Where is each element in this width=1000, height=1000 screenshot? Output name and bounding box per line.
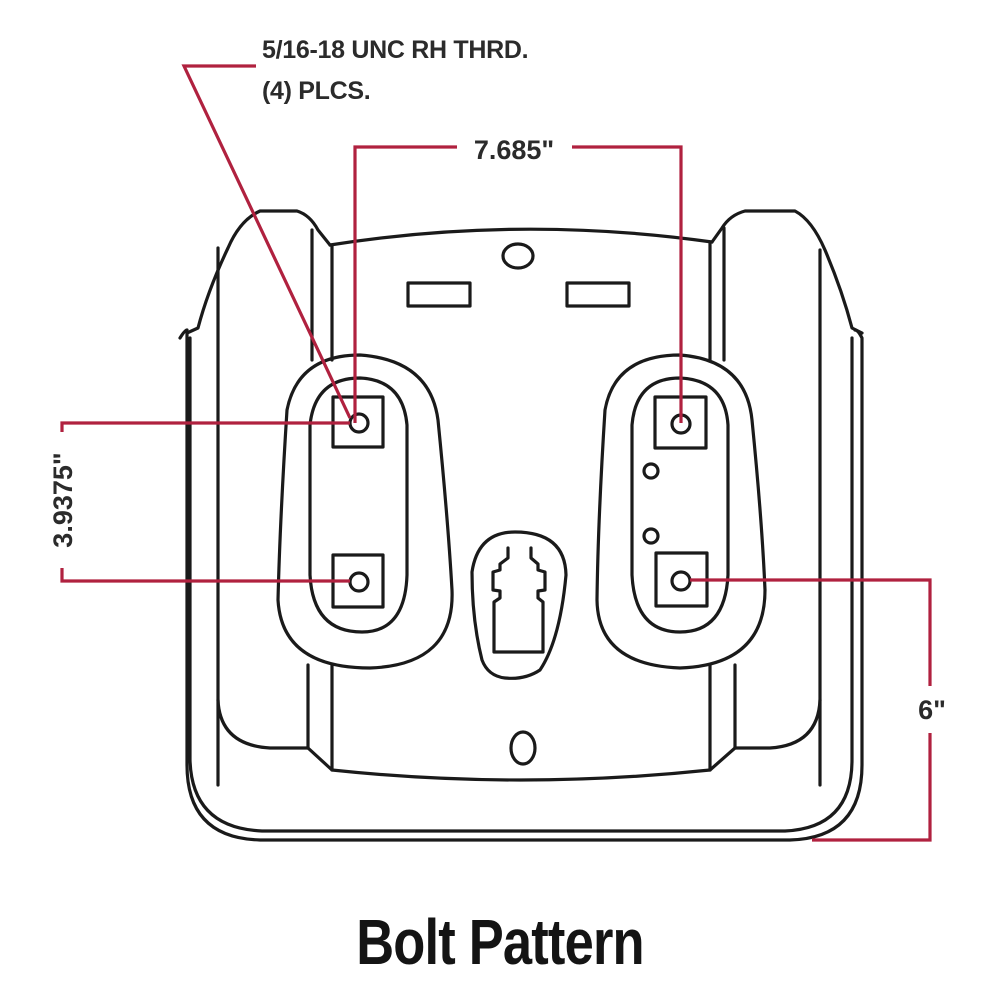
diagram-title: Bolt Pattern [356, 906, 644, 978]
left-bottom-bolt-hole [348, 571, 370, 593]
right-boss-inner [630, 376, 730, 634]
center-panel-bottom-arc [306, 746, 737, 782]
left-top-bolt-hole [348, 412, 370, 434]
bottom-round-hole [509, 730, 537, 766]
right-boss-outer [595, 353, 767, 670]
center-latch-cutout [470, 530, 568, 680]
left-slot [406, 281, 472, 308]
latch-inner-keyhole [491, 546, 547, 654]
center-panel-top [328, 227, 714, 247]
seat-base-outline [178, 209, 864, 842]
latch-outer-shape [470, 530, 568, 680]
callout-leader-line [181, 64, 352, 419]
vertical-dimension-label: 3.9375" [48, 452, 78, 547]
left-boss-inner [308, 376, 409, 634]
right-small-hole-lower [642, 527, 660, 545]
horizontal-dim-left-bracket [353, 145, 457, 423]
left-bolster [185, 209, 332, 335]
edge-dim-top-bracket [690, 578, 932, 686]
left-boss-outer [276, 353, 454, 670]
edge-dimension-label: 6" [918, 695, 946, 725]
dimension-lines [60, 64, 932, 842]
thread-spec-callout-line2: (4) PLCS. [262, 77, 370, 105]
vertical-dim-top-bracket [60, 421, 350, 432]
vertical-dim-bottom-bracket [60, 568, 350, 583]
horizontal-dim-right-bracket [572, 145, 683, 423]
right-slot [565, 281, 631, 308]
right-small-hole-upper [642, 462, 660, 480]
outer-tray-outer-edge [178, 328, 864, 842]
right-bottom-bolt-hole [670, 570, 692, 592]
top-oval-hole [501, 242, 535, 270]
outer-tray-inner-edge [188, 336, 854, 833]
right-bolster [710, 209, 864, 335]
thread-spec-callout-line1: 5/16-18 UNC RH THRD. [262, 36, 528, 64]
left-bolt-boss [276, 353, 454, 670]
left-lower-cushion [216, 698, 310, 750]
right-lower-cushion [733, 698, 822, 750]
edge-dim-bottom-bracket [812, 733, 932, 842]
horizontal-dimension-label: 7.685" [474, 135, 554, 165]
